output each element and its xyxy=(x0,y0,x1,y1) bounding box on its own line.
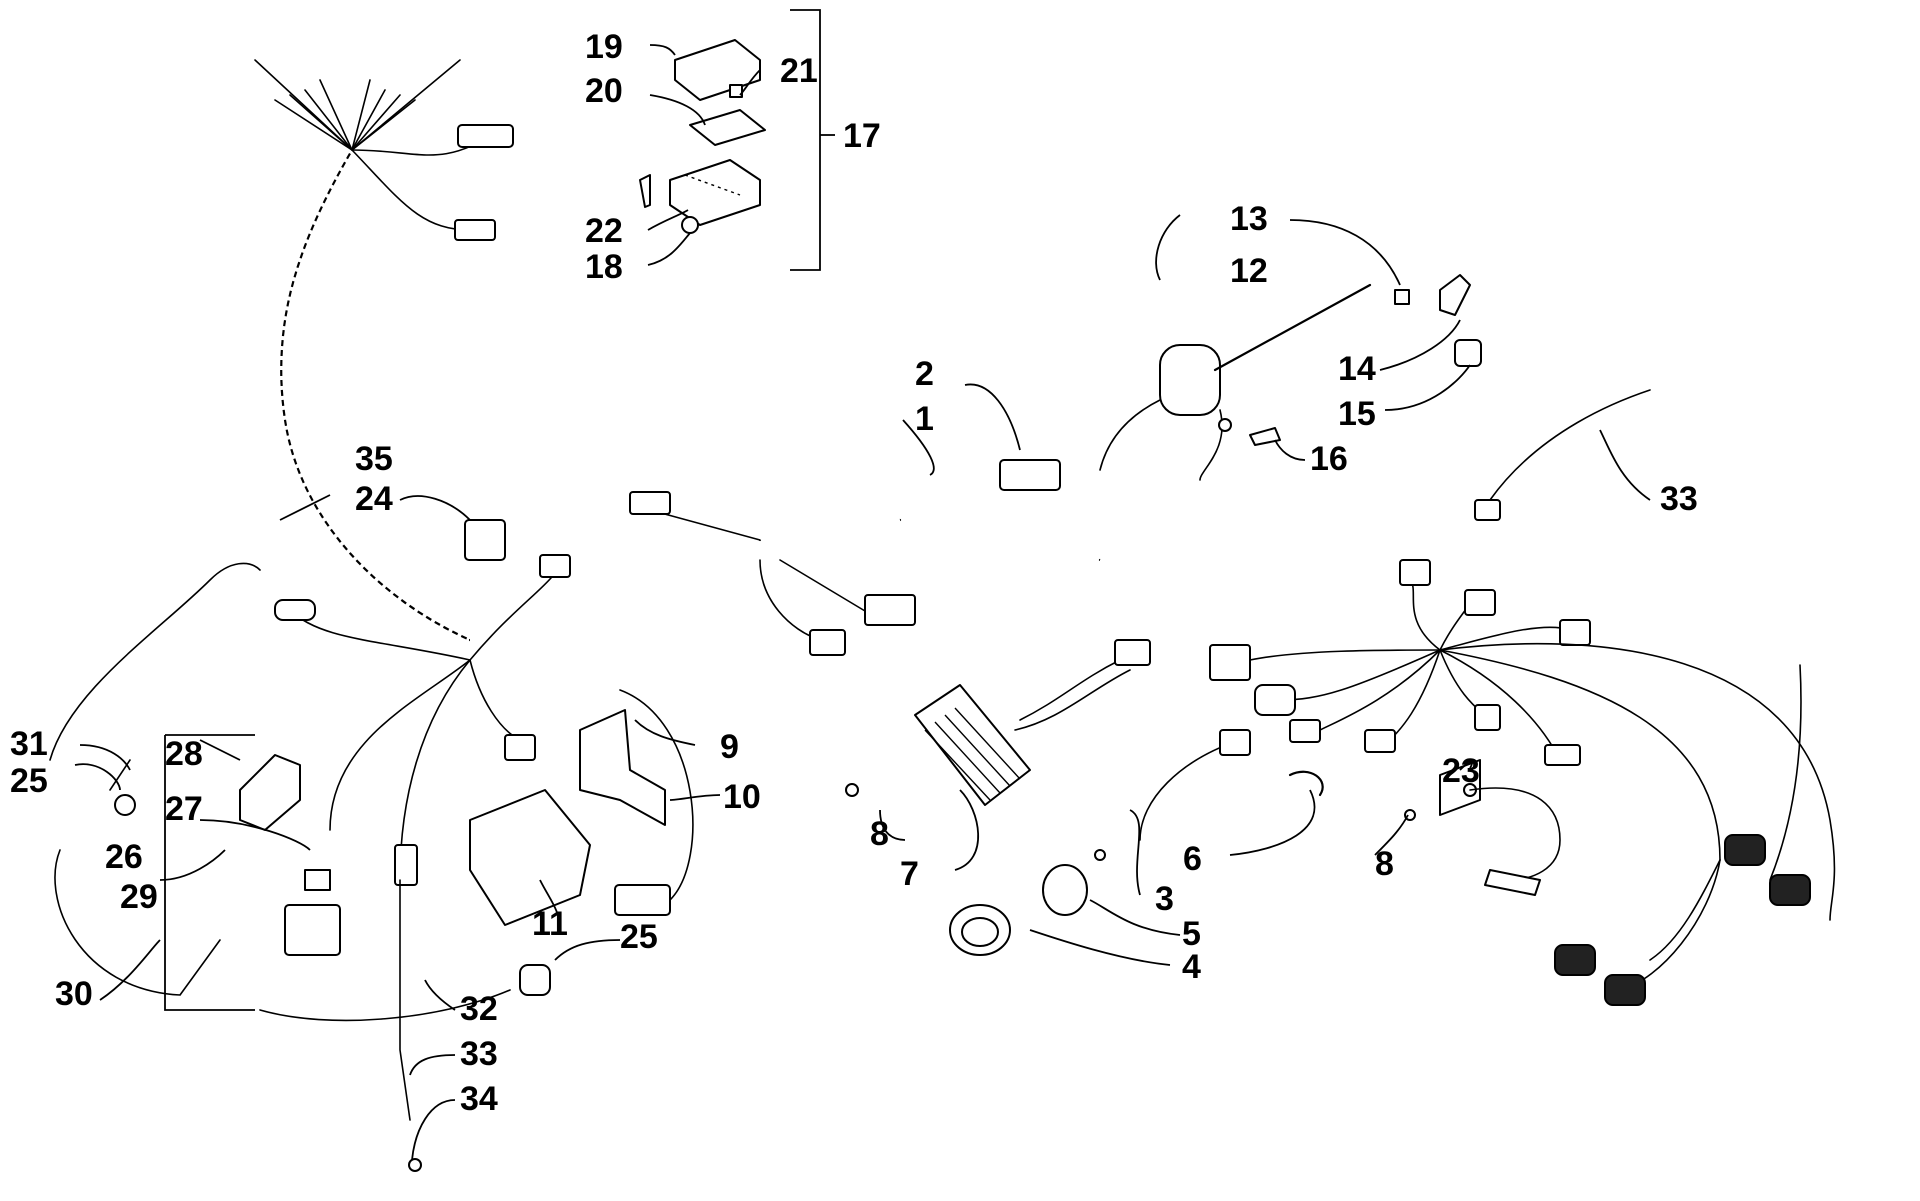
callout-12: 12 xyxy=(1230,252,1268,290)
callout-7: 7 xyxy=(900,855,919,893)
callout-23: 23 xyxy=(1442,752,1480,790)
sensor-33-right xyxy=(1474,389,1651,521)
callout-24: 24 xyxy=(355,480,393,518)
top-wire-bundle xyxy=(254,59,514,241)
callout-10: 10 xyxy=(723,778,761,816)
callout-25a: 25 xyxy=(10,762,48,800)
callout-30: 30 xyxy=(55,975,93,1013)
callout-29: 29 xyxy=(120,878,158,916)
callout-2: 2 xyxy=(915,355,934,393)
callout-33a: 33 xyxy=(460,1035,498,1073)
relay-group-26 xyxy=(49,562,341,1011)
callout-11: 11 xyxy=(532,905,568,943)
callout-25b: 25 xyxy=(620,918,658,956)
callout-22: 22 xyxy=(585,212,623,250)
callout-28: 28 xyxy=(165,735,203,773)
main-harness-1 xyxy=(468,472,1442,656)
callout-1: 1 xyxy=(915,400,934,438)
leader-lines xyxy=(74,44,1651,1161)
callout-33b: 33 xyxy=(1660,480,1698,518)
switch-23 xyxy=(1404,759,1561,896)
callout-35: 35 xyxy=(355,440,393,478)
module-11 xyxy=(469,789,591,926)
callout-27: 27 xyxy=(165,790,203,828)
fuse-box-group-17 xyxy=(639,9,835,271)
callout-19: 19 xyxy=(585,28,623,66)
center-branches xyxy=(259,554,571,1172)
callout-8b: 8 xyxy=(1375,845,1394,883)
callout-20: 20 xyxy=(585,72,623,110)
callout-17: 17 xyxy=(843,117,881,155)
callout-32: 32 xyxy=(460,990,498,1028)
callout-8a: 8 xyxy=(870,815,889,853)
callout-16: 16 xyxy=(1310,440,1348,478)
right-junction xyxy=(1209,559,1836,1006)
callout-labels: 1 2 3 4 5 6 7 8 8 9 10 11 12 13 14 15 16… xyxy=(10,28,1698,1118)
callout-4: 4 xyxy=(1182,948,1201,986)
regulator-7 xyxy=(845,639,1151,806)
callout-9: 9 xyxy=(720,728,739,766)
callout-21: 21 xyxy=(780,52,818,90)
callout-31: 31 xyxy=(10,725,48,763)
wrapped-harness-35 xyxy=(276,147,472,645)
callout-6: 6 xyxy=(1183,840,1202,878)
headlamp-assembly xyxy=(949,729,1324,956)
callout-18: 18 xyxy=(585,248,623,286)
callout-3: 3 xyxy=(1155,880,1174,918)
callout-15: 15 xyxy=(1338,395,1376,433)
callout-26: 26 xyxy=(105,838,143,876)
connector-24 xyxy=(464,519,506,561)
callout-13: 13 xyxy=(1230,200,1268,238)
callout-5: 5 xyxy=(1182,915,1201,953)
connector-2 xyxy=(999,459,1061,491)
callout-14: 14 xyxy=(1338,350,1376,388)
ignition-coil-12 xyxy=(1099,274,1482,481)
callout-34: 34 xyxy=(460,1080,498,1118)
bracket-10 xyxy=(579,689,694,916)
